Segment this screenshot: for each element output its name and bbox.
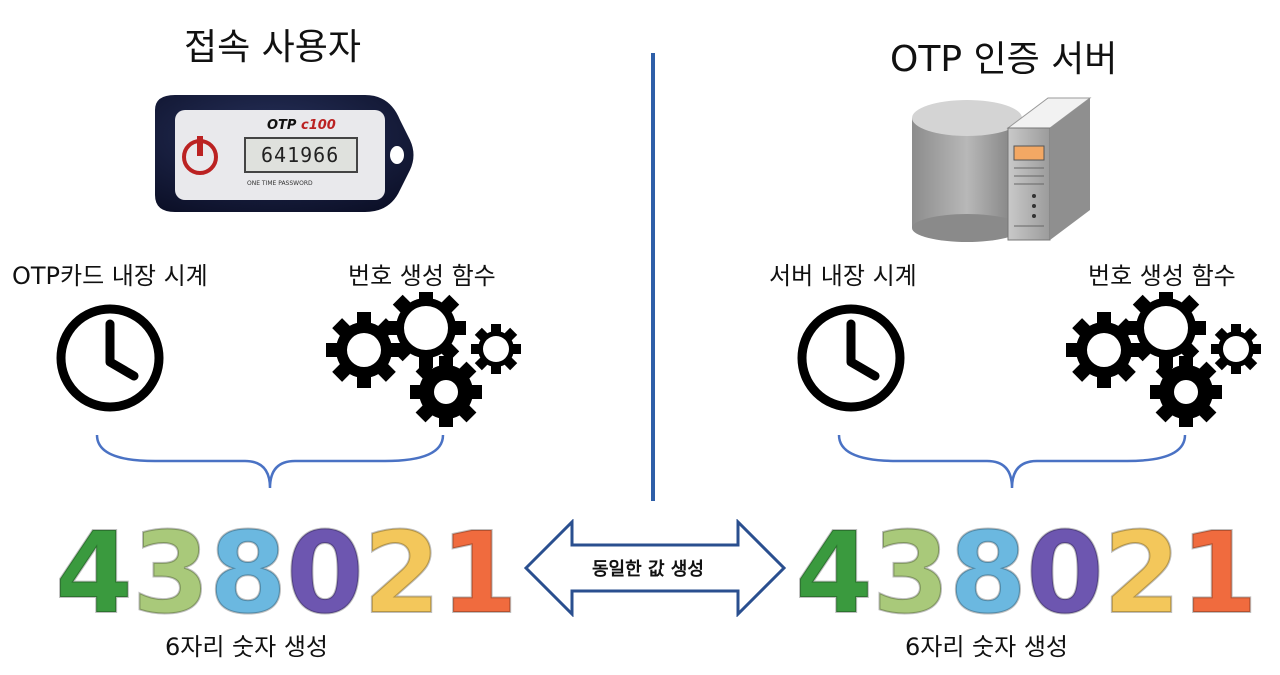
left-brace xyxy=(95,433,445,497)
digit: 0 xyxy=(285,509,365,639)
left-digits: 4 3 8 0 2 1 xyxy=(54,509,519,639)
token-brand: OTP c100 xyxy=(267,118,336,133)
digit: 3 xyxy=(871,509,951,639)
clock-icon xyxy=(54,302,166,418)
right-func-label: 번호 생성 함수 xyxy=(1088,262,1236,290)
left-caption: 6자리 숫자 생성 xyxy=(165,633,329,661)
digit: 1 xyxy=(439,509,519,639)
digit: 3 xyxy=(131,509,211,639)
left-clock-label: OTP카드 내장 시계 xyxy=(12,262,208,290)
digit: 8 xyxy=(948,509,1028,639)
digit: 4 xyxy=(794,509,874,639)
otp-token-image: OTP c100 641966 ONE TIME PASSWORD xyxy=(135,80,420,225)
token-subtext: ONE TIME PASSWORD xyxy=(247,180,313,187)
digit: 8 xyxy=(208,509,288,639)
right-caption: 6자리 숫자 생성 xyxy=(905,633,1069,661)
digit: 2 xyxy=(362,509,442,639)
gears-icon xyxy=(326,288,526,431)
bidirectional-arrow xyxy=(523,518,787,621)
right-clock-label: 서버 내장 시계 xyxy=(769,262,917,290)
center-divider xyxy=(651,53,655,501)
digit: 1 xyxy=(1179,509,1259,639)
left-title: 접속 사용자 xyxy=(184,27,362,68)
digit: 2 xyxy=(1102,509,1182,639)
digit: 0 xyxy=(1025,509,1105,639)
clock-icon xyxy=(795,302,907,418)
right-digits: 4 3 8 0 2 1 xyxy=(794,509,1259,639)
server-image xyxy=(908,88,1098,250)
gears-icon xyxy=(1066,288,1266,431)
left-func-label: 번호 생성 함수 xyxy=(348,262,496,290)
token-display: 641966 xyxy=(261,143,340,167)
right-title: OTP 인증 서버 xyxy=(890,39,1118,80)
right-brace xyxy=(837,433,1187,497)
arrow-label: 동일한 값 생성 xyxy=(592,559,704,580)
digit: 4 xyxy=(54,509,134,639)
